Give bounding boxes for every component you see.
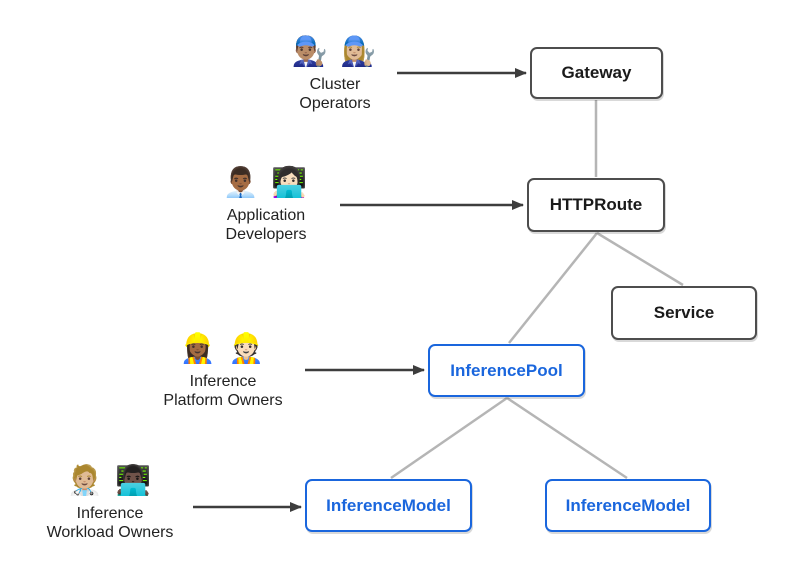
edge-httproute-inferencepool <box>508 232 598 344</box>
node-label: Gateway <box>561 63 632 82</box>
edge-inferencepool-inferencemodel-left <box>390 396 508 480</box>
actor-inference-platform-owners: 👷🏾‍♀️ 👷🏻 Inference Platform Owners <box>133 329 313 410</box>
actor-label: Application Developers <box>225 207 307 243</box>
actor-cluster-operators: 👨🏽‍🔧 👩🏼‍🔧 Cluster Operators <box>255 32 415 113</box>
actor-label: Cluster Operators <box>299 76 371 112</box>
node-inferencemodel-right: InferenceModel <box>545 479 711 532</box>
edge-httproute-service <box>596 231 684 287</box>
node-inferencemodel-left: InferenceModel <box>305 479 472 532</box>
node-label: InferencePool <box>450 360 563 380</box>
node-label: InferenceModel <box>326 495 451 515</box>
actor-label: Inference Workload Owners <box>46 505 174 541</box>
node-label: Service <box>653 303 715 322</box>
node-label: InferenceModel <box>565 495 691 515</box>
actor-application-developers: 👨🏾‍💼 👩🏻‍💻 Application Developers <box>186 163 346 244</box>
workload-owners-emoji-icon: 🧑🏼‍⚕️ 👨🏿‍💻 <box>66 465 154 497</box>
actor-inference-workload-owners: 🧑🏼‍⚕️ 👨🏿‍💻 Inference Workload Owners <box>20 461 200 542</box>
node-label: HTTPRoute <box>549 195 643 214</box>
construction-workers-emoji-icon: 👷🏾‍♀️ 👷🏻 <box>179 333 267 365</box>
mechanics-emoji-icon: 👨🏽‍🔧 👩🏼‍🔧 <box>291 36 379 68</box>
developers-emoji-icon: 👨🏾‍💼 👩🏻‍💻 <box>222 167 310 199</box>
node-inferencepool: InferencePool <box>428 344 585 397</box>
node-httproute: HTTPRoute <box>527 178 665 232</box>
node-gateway: Gateway <box>530 47 663 99</box>
edge-inferencepool-inferencemodel-right <box>506 396 628 480</box>
actor-label: Inference Platform Owners <box>163 373 283 409</box>
node-service: Service <box>611 286 757 340</box>
